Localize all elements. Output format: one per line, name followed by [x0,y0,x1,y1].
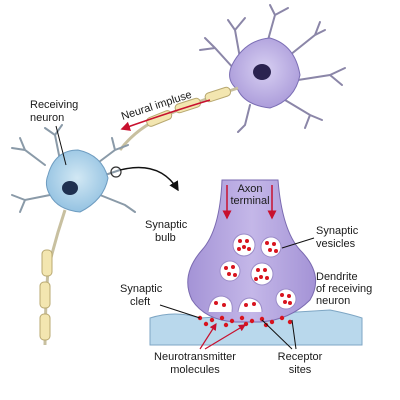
vesicle [232,233,256,257]
vesicle [219,260,241,282]
sending-nucleus [253,64,271,80]
dendrite-membrane [149,309,363,346]
synapse-marker [110,166,122,178]
sending-neuron [199,4,346,133]
vesicle [260,236,282,258]
impulse-arrow [120,99,211,131]
vesicle [275,288,297,310]
synapse-inset [149,179,363,346]
receiving-neuron-body [45,149,109,213]
vesicle [250,262,274,286]
receiving-neuron [11,124,136,346]
zoom-arrow [119,166,179,192]
receiving-nucleus [62,181,78,195]
neural-impulse: Neural impluse [120,89,211,131]
synaptic-vesicles [207,233,297,313]
neurotransmitter-molecules [197,315,293,328]
